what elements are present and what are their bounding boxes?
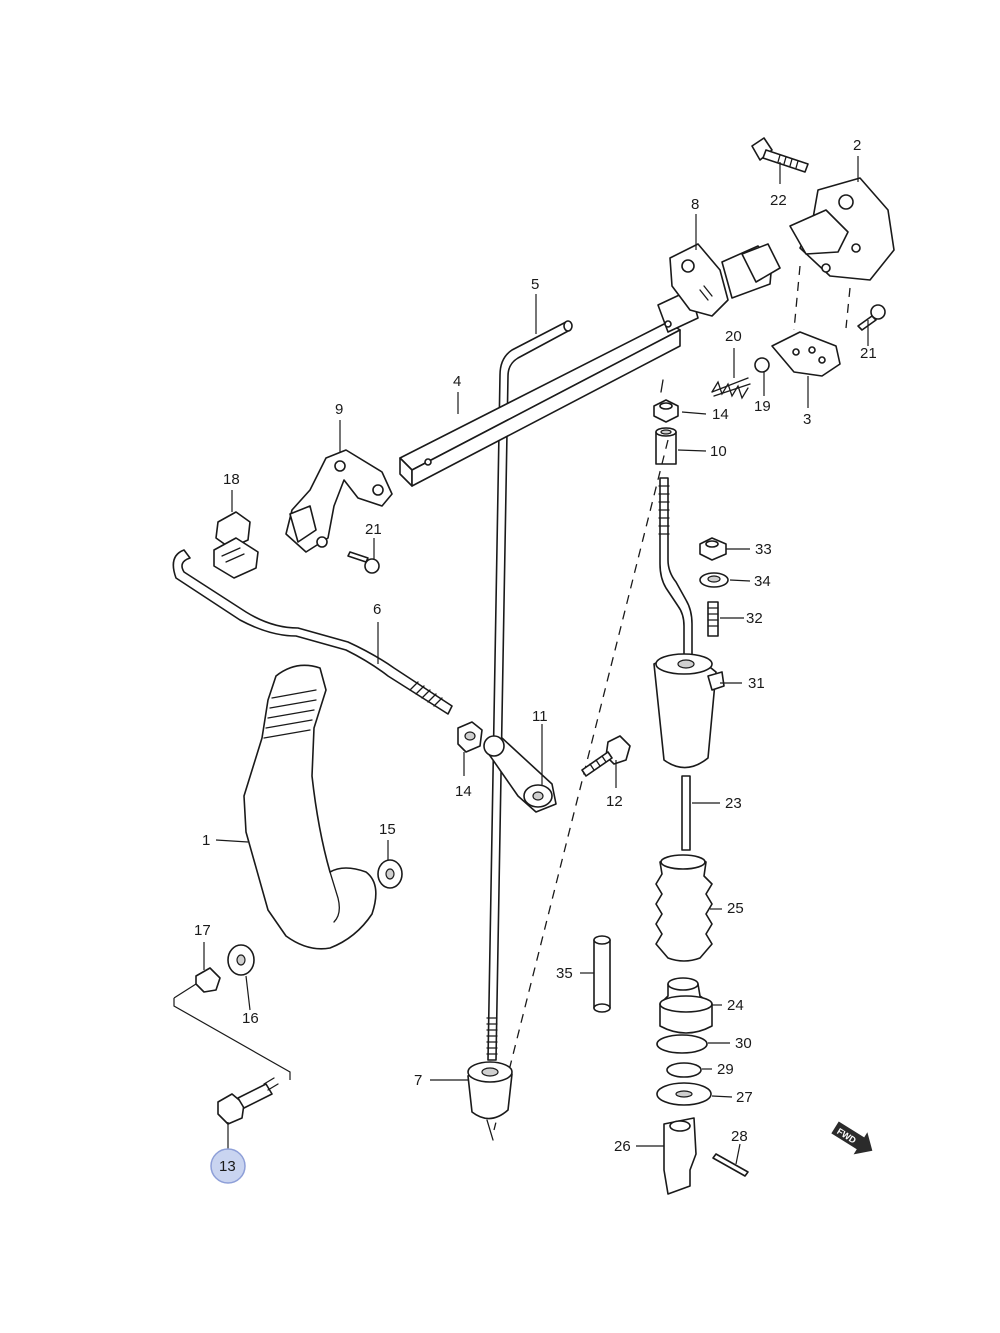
callout-21-right: 21	[860, 345, 877, 362]
callout-34: 34	[754, 573, 771, 590]
part-9-lever	[285, 449, 393, 553]
part-27-washer	[656, 1082, 712, 1106]
part-25-boot	[655, 854, 713, 962]
part-18-clip	[213, 511, 259, 579]
callout-16: 16	[242, 1010, 259, 1027]
callout-35: 35	[556, 965, 573, 982]
callout-31: 31	[748, 675, 765, 692]
callout-14-lower: 14	[455, 783, 472, 800]
callout-labels: 1 2 3 4 5 6 7 8 9 10 11 12 13 14 14 15 1…	[194, 137, 877, 1175]
callout-30: 30	[735, 1035, 752, 1052]
part-11-lever	[483, 735, 557, 813]
callout-33: 33	[755, 541, 772, 558]
callout-25: 25	[727, 900, 744, 917]
part-15-washer	[377, 859, 403, 889]
part-34-washer	[699, 572, 729, 588]
callout-4: 4	[453, 373, 461, 390]
part-22-bolt	[751, 137, 809, 173]
callout-11: 11	[532, 708, 548, 725]
part-3-plate	[771, 331, 841, 377]
part-32-setscrew	[707, 601, 719, 637]
part-33-nut	[699, 537, 727, 561]
part-14-nut-lower	[457, 721, 483, 753]
part-7-grommet	[467, 1061, 513, 1141]
leader-lines	[203, 156, 869, 1165]
part-8-lever	[669, 243, 781, 317]
part-17-clip	[195, 967, 221, 993]
part-12-bolt	[581, 735, 631, 777]
part-26-bracket	[663, 1117, 697, 1195]
callout-20: 20	[725, 328, 742, 345]
part-29-washer	[666, 1062, 702, 1078]
part-31-grip	[653, 653, 725, 769]
part-28-pin	[712, 1153, 749, 1177]
callout-5: 5	[531, 276, 539, 293]
callout-18: 18	[223, 471, 240, 488]
callout-21-left: 21	[365, 521, 382, 538]
callout-10: 10	[710, 443, 727, 460]
callout-32: 32	[746, 610, 763, 627]
part-14-nut-top	[653, 399, 679, 423]
part-1-pedal	[243, 664, 377, 950]
callout-14-top: 14	[712, 406, 729, 423]
callout-3: 3	[803, 411, 811, 428]
highlight-circle-13[interactable]	[210, 1148, 246, 1184]
assembly-line	[493, 439, 669, 1131]
part-2-bracket	[789, 177, 895, 281]
callout-1: 1	[202, 832, 210, 849]
callout-19: 19	[754, 398, 771, 415]
callout-29: 29	[717, 1061, 734, 1078]
callout-2: 2	[853, 137, 861, 154]
part-30-oring	[656, 1034, 708, 1054]
callout-22: 22	[770, 192, 787, 209]
callout-24: 24	[727, 997, 744, 1014]
callout-12: 12	[606, 793, 623, 810]
callout-9: 9	[335, 401, 343, 418]
callout-7: 7	[414, 1072, 422, 1089]
callout-27: 27	[736, 1089, 753, 1106]
part-16-washer	[227, 944, 255, 976]
part-13-bolt	[217, 1077, 279, 1125]
callout-8: 8	[691, 196, 699, 213]
part-24-bushing	[659, 977, 713, 1034]
part-35-pin	[593, 935, 611, 1013]
callout-13: 13	[219, 1158, 236, 1175]
callout-28: 28	[731, 1128, 748, 1145]
callout-23: 23	[725, 795, 742, 812]
callout-17: 17	[194, 922, 211, 939]
part-21-screw-right	[857, 304, 886, 331]
callout-15: 15	[379, 821, 396, 838]
part-21-screw-left	[347, 551, 380, 574]
callout-26: 26	[614, 1138, 631, 1155]
part-19-ball	[754, 357, 770, 373]
part-6-rod	[172, 549, 453, 715]
part-5-rod	[486, 320, 573, 1061]
callout-6: 6	[373, 601, 381, 618]
part-20-spring	[711, 377, 751, 400]
part-4-shaft	[399, 289, 699, 487]
fwd-arrow-icon: FWD	[831, 1121, 873, 1155]
